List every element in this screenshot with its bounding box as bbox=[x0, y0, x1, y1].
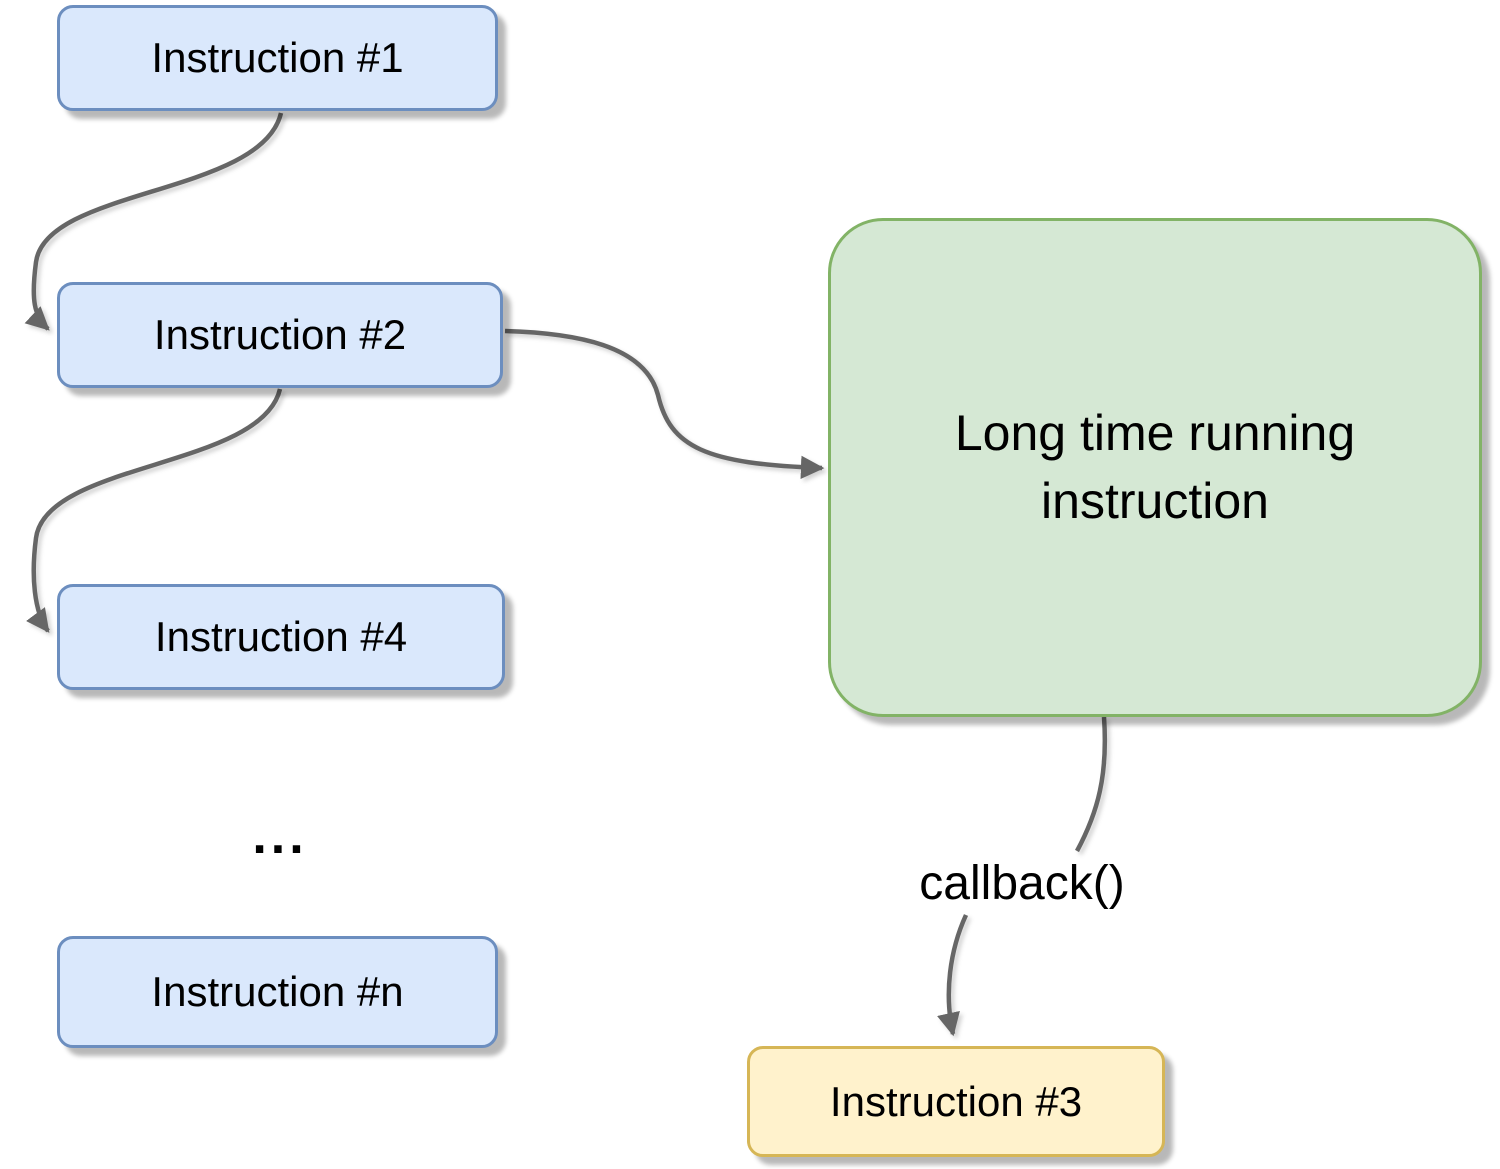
node-long-running-label: Long time running instruction bbox=[954, 405, 1356, 529]
node-instruction-2-label: Instruction #2 bbox=[153, 311, 407, 358]
callback-label: callback() bbox=[919, 857, 1125, 910]
node-instruction-2: Instruction #2 bbox=[57, 282, 503, 388]
node-instruction-4-label: Instruction #4 bbox=[154, 613, 408, 660]
edge-callback-to-instruction3 bbox=[937, 914, 969, 1037]
node-instruction-3: Instruction #3 bbox=[747, 1046, 1165, 1157]
node-instruction-3-label: Instruction #3 bbox=[829, 1077, 1083, 1125]
node-long-time-running-instruction: Long time running instruction bbox=[828, 218, 1482, 717]
node-instruction-4: Instruction #4 bbox=[57, 584, 505, 690]
node-instruction-n: Instruction #n bbox=[57, 936, 498, 1048]
edge-instruction2-to-instruction4 bbox=[26, 388, 283, 633]
edge-long-running-to-callback bbox=[1075, 716, 1108, 853]
node-instruction-n-label: Instruction #n bbox=[151, 968, 404, 1015]
node-instruction-1-label: Instruction #1 bbox=[151, 34, 404, 81]
edge-instruction2-to-long-running bbox=[504, 328, 825, 479]
ellipsis-label: ... bbox=[252, 807, 308, 865]
edge-instruction1-to-instruction2 bbox=[24, 112, 284, 331]
node-instruction-1: Instruction #1 bbox=[57, 5, 498, 111]
